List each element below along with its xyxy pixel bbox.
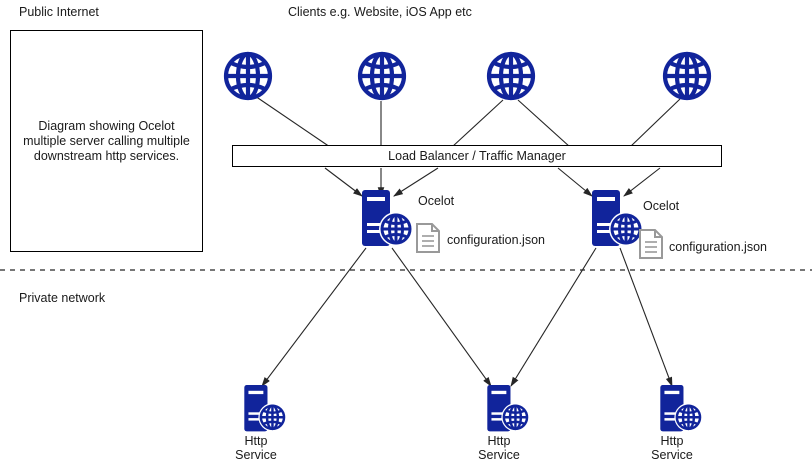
globe-icon bbox=[357, 51, 407, 101]
edge-lb-ocelot2-b bbox=[623, 167, 661, 197]
config-label-2: configuration.json bbox=[669, 240, 767, 254]
server-globe-icon bbox=[487, 385, 530, 432]
edge-ocelot2-svc2 bbox=[510, 247, 597, 387]
ocelot-node-2[interactable] bbox=[588, 190, 646, 253]
http-service-label-2-line1: Http bbox=[487, 434, 511, 448]
http-service-label-1: Http Service bbox=[211, 434, 301, 462]
load-balancer-bar[interactable]: Load Balancer / Traffic Manager bbox=[232, 145, 722, 167]
edge-lb-ocelot1-c bbox=[393, 167, 439, 197]
zone-label-clients: Clients e.g. Website, iOS App etc bbox=[288, 5, 472, 19]
edge-lb-ocelot2-a bbox=[557, 167, 593, 197]
http-service-label-2-line2: Service bbox=[478, 448, 520, 462]
edge-client3-lb-left bbox=[451, 99, 504, 148]
config-doc-2[interactable] bbox=[638, 228, 664, 265]
edge-client1-lb bbox=[254, 95, 331, 148]
http-service-label-3-line1: Http bbox=[660, 434, 684, 448]
description-note-box: Diagram showing Ocelot multiple server c… bbox=[10, 30, 203, 252]
edge-lb-ocelot1-a bbox=[324, 167, 363, 197]
ocelot-label-2: Ocelot bbox=[643, 199, 680, 213]
globe-icon bbox=[662, 51, 712, 101]
edge-ocelot2-svc3 bbox=[619, 247, 673, 388]
server-globe-icon bbox=[244, 385, 287, 432]
http-service-label-2: Http Service bbox=[454, 434, 544, 462]
http-service-node-1[interactable] bbox=[241, 385, 289, 438]
server-globe-icon bbox=[660, 385, 703, 432]
client-node-4[interactable] bbox=[661, 50, 713, 107]
globe-icon bbox=[486, 51, 536, 101]
server-globe-icon bbox=[362, 190, 413, 246]
globe-icon bbox=[223, 51, 273, 101]
load-balancer-label: Load Balancer / Traffic Manager bbox=[388, 149, 566, 163]
zone-label-private-network: Private network bbox=[19, 291, 106, 305]
edge-ocelot1-svc1 bbox=[261, 247, 367, 387]
ocelot-label-1: Ocelot bbox=[418, 194, 455, 208]
document-icon bbox=[639, 229, 663, 259]
description-note-text: Diagram showing Ocelot multiple server c… bbox=[23, 118, 190, 163]
http-service-node-2[interactable] bbox=[484, 385, 532, 438]
ocelot-node-1[interactable] bbox=[358, 190, 416, 253]
http-service-label-1-line2: Service bbox=[235, 448, 277, 462]
zone-label-public-internet: Public Internet bbox=[19, 5, 99, 19]
edge-ocelot1-svc2 bbox=[391, 247, 492, 387]
server-globe-icon bbox=[592, 190, 643, 246]
http-service-label-3-line2: Service bbox=[651, 448, 693, 462]
config-doc-1[interactable] bbox=[415, 222, 441, 259]
client-node-3[interactable] bbox=[485, 50, 537, 107]
client-node-1[interactable] bbox=[222, 50, 274, 107]
document-icon bbox=[416, 223, 440, 253]
http-service-label-3: Http Service bbox=[627, 434, 717, 462]
config-label-1: configuration.json bbox=[447, 233, 545, 247]
edge-client3-lb-right bbox=[517, 99, 571, 148]
http-service-label-1-line1: Http bbox=[244, 434, 268, 448]
http-service-node-3[interactable] bbox=[657, 385, 705, 438]
edge-client4-lb bbox=[629, 98, 681, 148]
client-node-2[interactable] bbox=[356, 50, 408, 107]
